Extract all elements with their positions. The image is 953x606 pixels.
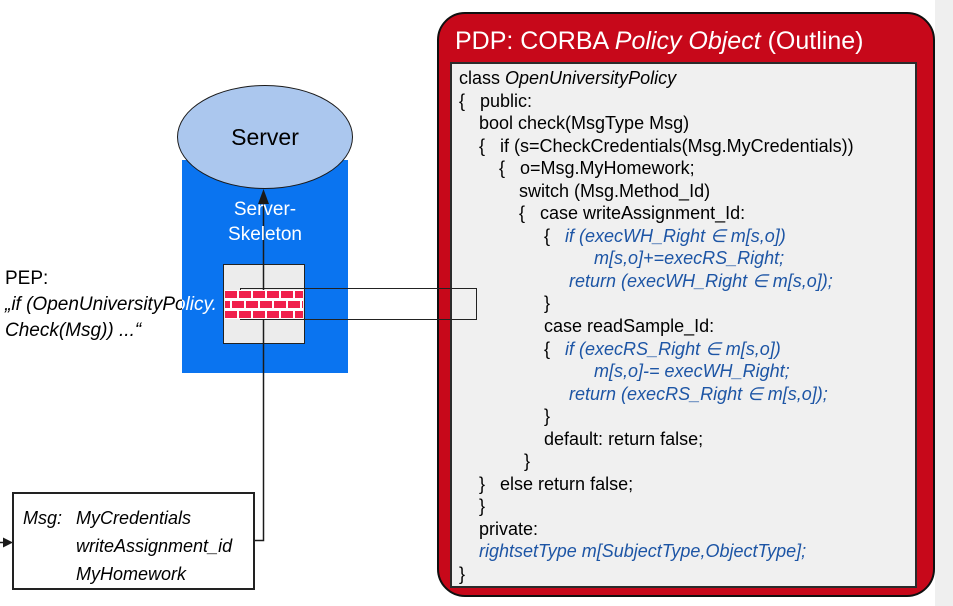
pdp-title: PDP: CORBA Policy Object (Outline) [455,27,863,56]
code-line: class OpenUniversityPolicy [459,68,677,88]
msg-item: MyHomework [76,564,187,584]
code-line: } [459,451,531,472]
code-line: rightsetType m[SubjectType,ObjectType]; [479,541,807,562]
pdp-panel: PDP: CORBA Policy Object (Outline) class… [437,12,935,597]
server-ellipse: Server [177,85,353,189]
server-label: Server [231,123,299,150]
code-line: { case writeAssignment_Id: [459,203,746,224]
pdp-title-prefix: PDP: CORBA [455,27,615,55]
msg-label: Msg: [23,508,63,528]
code-line: return (execWH_Right ∈ m[s,o]); [569,270,833,291]
code-line: } else return false; [459,473,634,494]
code-line: return (execRS_Right ∈ m[s,o]); [569,383,828,404]
msg-item: MyCredentials [76,508,192,528]
pep-annotation-white: PEP: „if (OpenUniversityPolicy. Check(Ms… [182,294,217,315]
pep-code-line: „if (OpenUniversityPolicy. [5,294,217,315]
pep-white-overlay: PEP: „if (OpenUniversityPolicy. Check(Ms… [182,160,348,373]
pep-code-line: Check(Msg)) ...“ [5,320,142,341]
pep-label: PEP: [5,268,49,289]
code-line: { if (s=CheckCredentials(Msg.MyCredentia… [459,135,854,156]
code-line: } [459,293,551,314]
code-line: { if (execWH_Right ∈ m[s,o]) [459,225,786,246]
code-line: m[s,o]-= execWH_Right; [594,361,790,382]
code-line: } [459,406,551,427]
code-line: { o=Msg.MyHomework; [459,158,695,179]
msg-item: writeAssignment_id [76,536,233,556]
server-skeleton-label: Server- Skeleton [228,199,302,245]
code-line: bool check(MsgType Msg) [459,113,690,134]
code-line: case readSample_Id: [459,316,715,337]
code-line: m[s,o]+=execRS_Right; [594,248,785,269]
pdp-title-suffix: (Outline) [760,27,864,55]
firewall-brick-wall-icon [225,290,303,319]
pep-annotation: PEP: „if (OpenUniversityPolicy. Check(Ms… [5,266,285,344]
code-line: private: [459,518,539,539]
code-line: default: return false; [459,428,704,449]
pdp-title-italic: Policy Object [614,27,761,55]
code-line: switch (Msg.Method_Id) [459,180,711,201]
pdp-code-panel: class OpenUniversityPolicy{ public: bool… [450,62,917,588]
code-line: { if (execRS_Right ∈ m[s,o]) [459,338,781,359]
code-line: } [459,564,466,585]
background-strip [935,0,953,606]
code-line: { public: [459,90,533,111]
code-line: } [459,496,486,517]
